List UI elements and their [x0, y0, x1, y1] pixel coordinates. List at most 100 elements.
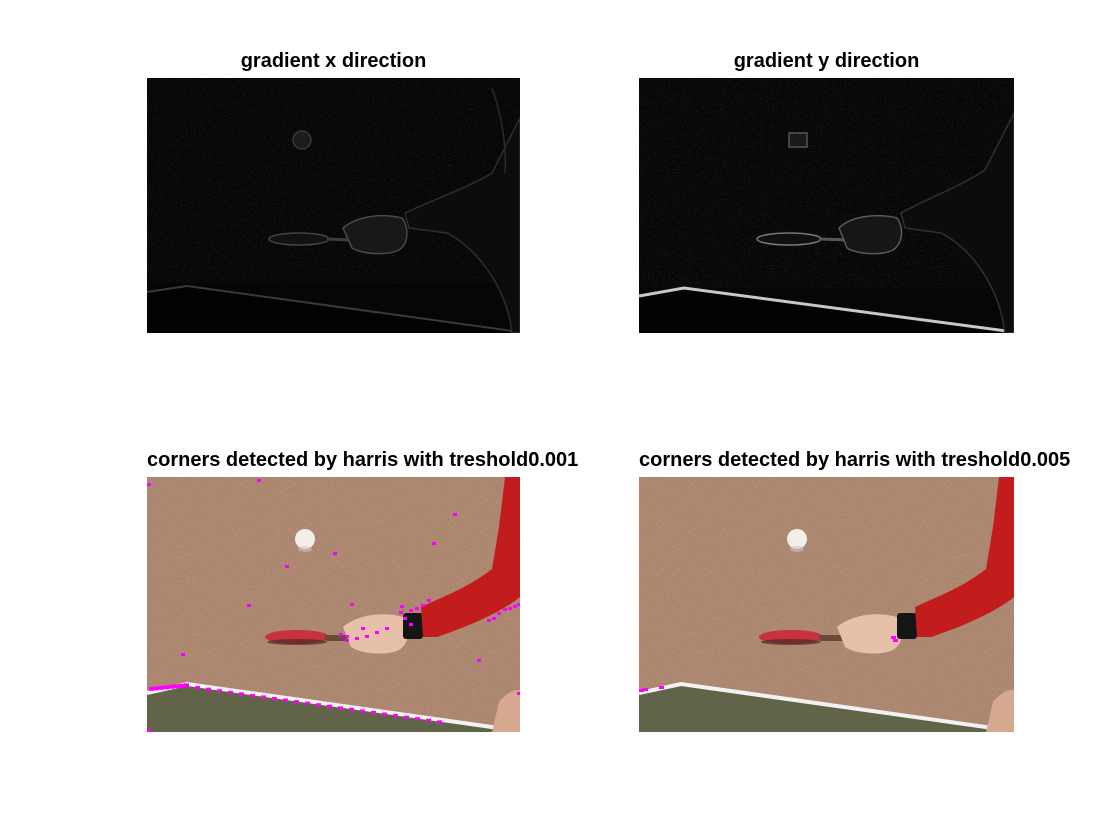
table-region: [639, 288, 1014, 333]
ball-outline: [292, 130, 312, 150]
corner-marker: [415, 717, 420, 721]
ball-blur: [790, 546, 804, 552]
corner-marker: [409, 609, 413, 612]
corner-marker: [333, 552, 337, 555]
corner-marker: [355, 637, 359, 640]
table-region: [147, 286, 520, 333]
gradient-x-image: [147, 78, 520, 333]
corner-marker: [508, 607, 512, 610]
wristband: [897, 613, 917, 639]
corner-marker: [294, 700, 299, 704]
corner-marker: [206, 687, 211, 691]
table-edge-line: [639, 681, 1014, 732]
table-edge: [147, 284, 520, 333]
corner-marker: [247, 604, 251, 607]
corner-marker: [159, 685, 164, 690]
ball-outline: [788, 132, 808, 148]
paddle-shadow: [761, 639, 821, 645]
panel-corners-threshold-0005: corners detected by harris with treshold…: [639, 449, 1070, 732]
corner-marker: [349, 707, 354, 711]
corner-marker: [257, 479, 261, 482]
corner-marker: [393, 714, 398, 718]
corner-marker: [643, 688, 648, 691]
corner-marker: [285, 565, 289, 568]
hand-outline: [838, 215, 903, 255]
panel-title: corners detected by harris with treshold…: [639, 449, 1071, 471]
arm-outline: [404, 117, 520, 333]
corner-marker: [345, 635, 349, 638]
corner-marker: [164, 685, 169, 690]
corner-marker: [228, 690, 233, 694]
panel-title: gradient x direction: [240, 50, 427, 72]
sleeve: [421, 477, 520, 637]
corner-marker: [487, 619, 491, 622]
corner-marker: [361, 627, 365, 630]
corner-marker: [360, 709, 365, 713]
corner-marker: [365, 635, 369, 638]
corner-marker: [147, 483, 151, 486]
wall-texture-noise: [147, 78, 520, 283]
corner-marker: [272, 696, 277, 700]
corner-marker: [239, 692, 244, 696]
corner-marker: [497, 612, 501, 615]
corners-image-0001: [147, 477, 520, 732]
corner-marker: [403, 617, 407, 620]
background-leg: [492, 689, 520, 732]
corner-marker: [305, 701, 310, 705]
ball: [295, 529, 315, 549]
panel-title: gradient y direction: [733, 50, 920, 72]
paddle-handle: [819, 635, 844, 641]
corner-marker: [345, 639, 349, 642]
corner-marker: [492, 617, 496, 620]
wall-texture-noise: [639, 78, 1014, 288]
corner-marker: [400, 605, 404, 608]
corner-marker: [385, 627, 389, 630]
corner-marker: [893, 639, 898, 642]
corner-marker: [316, 703, 321, 707]
corner-marker: [409, 623, 413, 626]
corner-markers: [639, 636, 898, 692]
corner-marker: [437, 720, 442, 724]
panel-gradient-x: gradient x direction: [147, 50, 520, 333]
hand-outline: [342, 214, 408, 255]
corner-marker: [338, 706, 343, 710]
hand: [837, 614, 903, 654]
corner-marker: [149, 686, 154, 691]
sleeve: [915, 477, 1014, 637]
ball: [787, 529, 807, 549]
arm-edge: [491, 87, 507, 174]
corner-marker: [477, 659, 481, 662]
paddle-shadow: [267, 639, 327, 645]
paddle-handle: [325, 635, 350, 641]
corner-marker: [327, 704, 332, 708]
corner-marker: [375, 631, 379, 634]
panel-corners-threshold-0001: corners detected by harris with treshold…: [147, 449, 578, 732]
arm-outline: [900, 112, 1014, 333]
paddle-outline: [268, 232, 330, 246]
ball-blur: [298, 546, 312, 552]
panel-gradient-y: gradient y direction: [639, 50, 1014, 333]
corner-marker: [382, 712, 387, 716]
corner-marker: [503, 608, 507, 611]
corner-marker: [181, 653, 185, 656]
corner-marker: [513, 605, 517, 608]
corners-image-0005: [639, 477, 1014, 732]
table: [639, 684, 1014, 732]
panel-title: corners detected by harris with treshold…: [147, 449, 579, 471]
corner-marker: [217, 689, 222, 693]
gradient-y-image: [639, 78, 1014, 333]
corner-marker: [350, 603, 354, 606]
corner-marker: [517, 603, 520, 606]
corner-marker: [453, 513, 457, 516]
corner-marker: [421, 604, 425, 607]
corner-markers: [147, 479, 520, 732]
corner-marker: [283, 698, 288, 702]
corner-marker: [415, 607, 419, 610]
corner-marker: [339, 633, 343, 636]
corner-marker: [195, 686, 200, 690]
table-edge: [639, 286, 1014, 333]
corner-marker: [169, 684, 174, 689]
corner-marker: [432, 542, 436, 545]
corner-marker: [427, 599, 431, 602]
